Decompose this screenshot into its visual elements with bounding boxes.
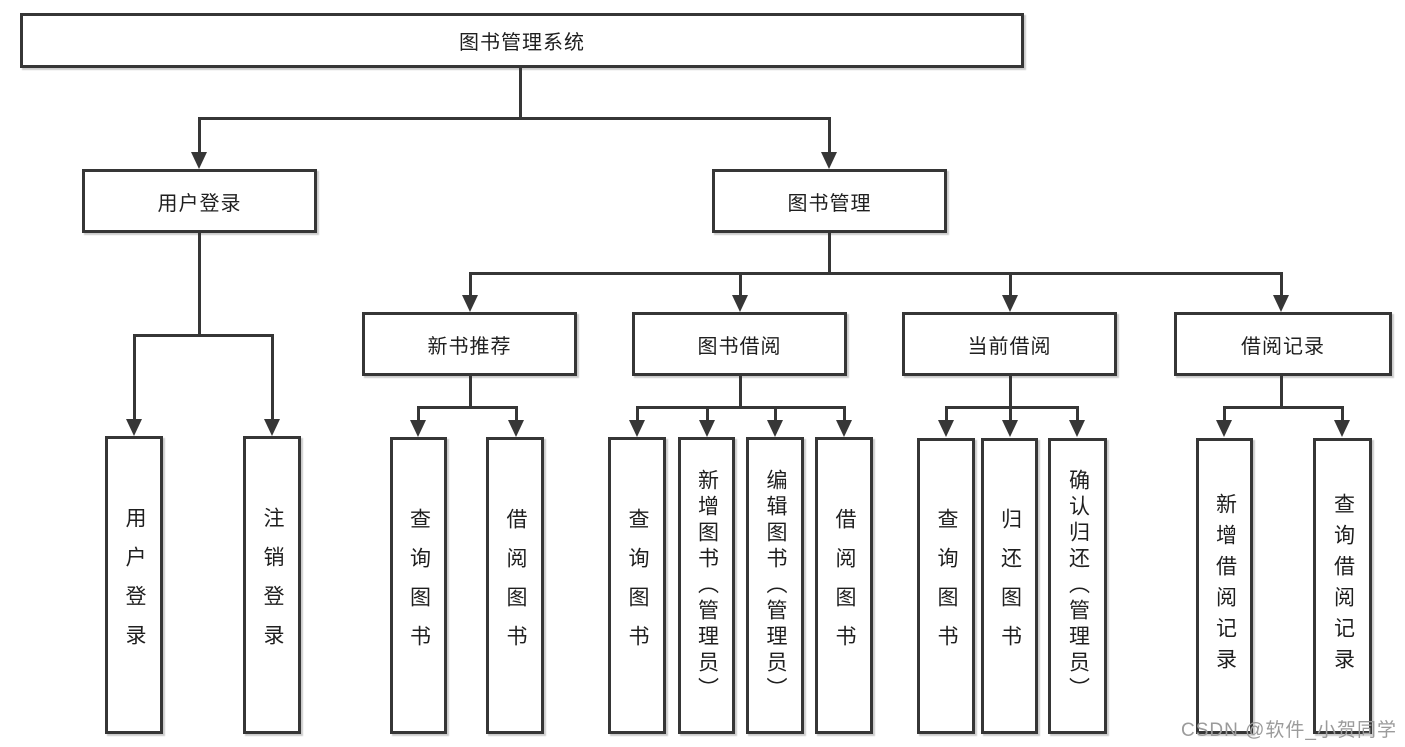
arrowhead-g5a	[1216, 420, 1232, 437]
connector-drop-current-borrow	[1009, 272, 1012, 297]
node-new-book-rec-label: 新书推荐	[427, 335, 512, 358]
leaf-current-confirm-admin-label: 确认归还（管理员）	[1066, 469, 1090, 703]
node-book-borrow-label: 图书借阅	[697, 335, 782, 358]
connector-drop-g5b	[1341, 406, 1344, 421]
connector-drop-logout	[271, 334, 274, 420]
connector-book-mgmt-drop	[828, 233, 831, 275]
arrowhead-current-borrow	[1002, 295, 1018, 312]
connector-drop-g4a	[945, 406, 948, 421]
leaf-current-return: 归还图书	[981, 438, 1038, 734]
leaf-newbook-borrow: 借阅图书	[486, 437, 544, 734]
connector-borrow-record-branch	[1223, 406, 1343, 409]
node-user-login-label: 用户登录	[157, 192, 242, 215]
arrowhead-user-login	[191, 152, 207, 169]
arrowhead-book-borrow	[732, 295, 748, 312]
connector-drop-new-book-rec	[469, 272, 472, 297]
arrowhead-logout	[264, 419, 280, 436]
arrowhead-g2b	[508, 420, 524, 437]
connector-book-borrow-drop	[739, 376, 742, 409]
node-root-library-system: 图书管理系统	[20, 13, 1024, 68]
leaf-borrow-edit-admin-label: 编辑图书（管理员）	[764, 468, 787, 703]
leaf-record-query-label: 查询借阅记录	[1331, 493, 1355, 679]
arrowhead-g4b	[1002, 420, 1018, 437]
connector-drop-book-mgmt	[828, 117, 831, 154]
arrowhead-g3c	[767, 420, 783, 437]
leaf-logout-label: 注销登录	[261, 507, 284, 663]
leaf-newbook-borrow-label: 借阅图书	[504, 507, 527, 664]
leaf-logout: 注销登录	[243, 436, 301, 734]
node-borrow-record: 借阅记录	[1174, 312, 1392, 376]
arrowhead-new-book-rec	[462, 295, 478, 312]
connector-drop-g3a	[636, 406, 639, 421]
node-current-borrow: 当前借阅	[902, 312, 1117, 376]
node-borrow-record-label: 借阅记录	[1241, 335, 1325, 358]
connector-new-book-rec-drop	[469, 376, 472, 409]
connector-new-book-rec-branch	[417, 406, 517, 409]
connector-current-borrow-branch	[945, 406, 1079, 409]
node-book-mgmt-label: 图书管理	[787, 192, 872, 215]
node-user-login: 用户登录	[82, 169, 317, 233]
leaf-borrow-add-admin: 新增图书（管理员）	[678, 437, 735, 734]
connector-drop-login	[133, 334, 136, 420]
leaf-borrow-edit-admin: 编辑图书（管理员）	[746, 437, 804, 734]
leaf-borrow-book: 借阅图书	[815, 437, 873, 734]
connector-drop-g5a	[1223, 406, 1226, 421]
connector-level2-branch	[198, 117, 830, 120]
connector-drop-g3b	[706, 406, 709, 421]
node-book-borrow: 图书借阅	[632, 312, 847, 376]
arrowhead-login	[126, 419, 142, 436]
arrowhead-g3b	[699, 420, 715, 437]
leaf-borrow-book-label: 借阅图书	[833, 507, 856, 664]
leaf-newbook-query-label: 查询图书	[407, 507, 431, 664]
connector-drop-user-login	[198, 117, 201, 154]
connector-current-borrow-drop	[1009, 376, 1012, 409]
leaf-user-login: 用户登录	[105, 436, 163, 734]
arrowhead-g5b	[1334, 420, 1350, 437]
leaf-record-add: 新增借阅记录	[1196, 438, 1253, 734]
connector-drop-g4b	[1009, 406, 1012, 421]
node-book-mgmt: 图书管理	[712, 169, 947, 233]
leaf-borrow-add-admin-label: 新增图书（管理员）	[695, 468, 719, 703]
connector-drop-g2b	[515, 406, 518, 421]
arrowhead-g4c	[1069, 420, 1085, 437]
node-new-book-rec: 新书推荐	[362, 312, 577, 376]
leaf-current-query: 查询图书	[917, 438, 975, 734]
connector-drop-g3c	[774, 406, 777, 421]
connector-drop-g2a	[417, 406, 420, 421]
node-current-borrow-label: 当前借阅	[967, 335, 1052, 358]
connector-drop-g3d	[843, 406, 846, 421]
leaf-record-add-label: 新增借阅记录	[1213, 493, 1237, 679]
arrowhead-borrow-record	[1273, 295, 1289, 312]
arrowhead-book-mgmt	[821, 152, 837, 169]
leaf-borrow-query: 查询图书	[608, 437, 666, 734]
arrowhead-g4a	[938, 420, 954, 437]
leaf-current-confirm-admin: 确认归还（管理员）	[1048, 438, 1107, 734]
arrowhead-g3a	[629, 420, 645, 437]
arrowhead-g3d	[836, 420, 852, 437]
connector-user-login-drop	[198, 233, 201, 337]
connector-borrow-record-drop	[1280, 376, 1283, 409]
leaf-newbook-query: 查询图书	[390, 437, 447, 734]
leaf-user-login-label: 用户登录	[123, 507, 146, 663]
connector-root-drop	[519, 68, 522, 120]
connector-level3-branch	[469, 272, 1282, 275]
connector-drop-g4c	[1076, 406, 1079, 421]
connector-drop-book-borrow	[739, 272, 742, 297]
leaf-current-query-label: 查询图书	[935, 508, 958, 664]
csdn-watermark: CSDN @软件_小贺同学	[1181, 720, 1397, 741]
node-root-label: 图书管理系统	[459, 32, 585, 54]
connector-book-borrow-branch	[636, 406, 845, 409]
leaf-current-return-label: 归还图书	[998, 508, 1022, 664]
arrowhead-g2a	[410, 420, 426, 437]
leaf-borrow-query-label: 查询图书	[626, 507, 649, 664]
leaf-record-query: 查询借阅记录	[1313, 438, 1372, 734]
connector-user-login-branch	[133, 334, 274, 337]
connector-drop-borrow-record	[1280, 272, 1283, 297]
